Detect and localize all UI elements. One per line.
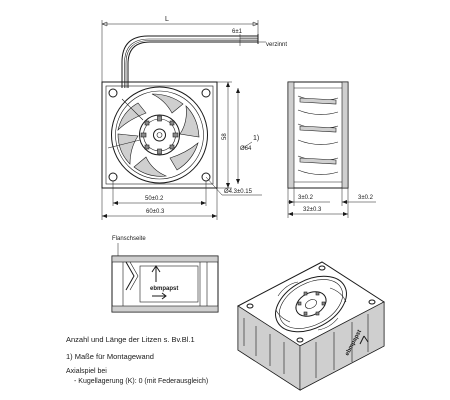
mount-hole-icon [108,88,118,98]
depth-b-label: 3±0.2 [358,195,374,201]
note-line-3: Axialspiel bei [66,368,107,375]
tinned-label: verzinnt [266,42,287,48]
side-height-label: 58 [222,133,228,140]
mount-hole-icon [201,88,211,98]
flange-side-label: Flanschseite [112,236,146,242]
front-view: L 6±1 verzinnt 58 Ø64 1) Ø4.3±0.15 50 [101,16,287,220]
cable-bundle [121,34,259,88]
outer-width-label: 60±0.3 [146,209,165,215]
impeller-blades [117,93,200,177]
hole-diameter-label: Ø64 [240,146,252,152]
mount-hole-icon [108,172,118,182]
hub [139,114,180,156]
depth-total-label: 32±0.3 [303,207,322,213]
depth-a-label: 3±0.2 [298,195,314,201]
footnote-marker: 1) [253,135,259,142]
note-line-4: - Kugellagerung (K): 0 (mit Federausglei… [74,378,209,385]
inner-width-label: 50±0.2 [145,196,164,202]
isometric-view: ebmpapst [237,261,385,391]
fan-frame [101,81,218,189]
side-view: 3±0.2 3±0.2 32±0.3 [287,81,376,218]
brand-label: ebmpapst [150,286,178,292]
flange-side-view: Flanschseite ebmpapst [111,236,219,313]
length-label: L [165,16,169,23]
strip-length-label: 6±1 [232,29,243,35]
note-line-1: Anzahl und Länge der Litzen s. Bv.Bl.1 [66,335,195,344]
screw-hole-label: Ø4.3±0.15 [224,189,253,195]
note-line-2: 1) Maße für Montagewand [66,352,154,361]
